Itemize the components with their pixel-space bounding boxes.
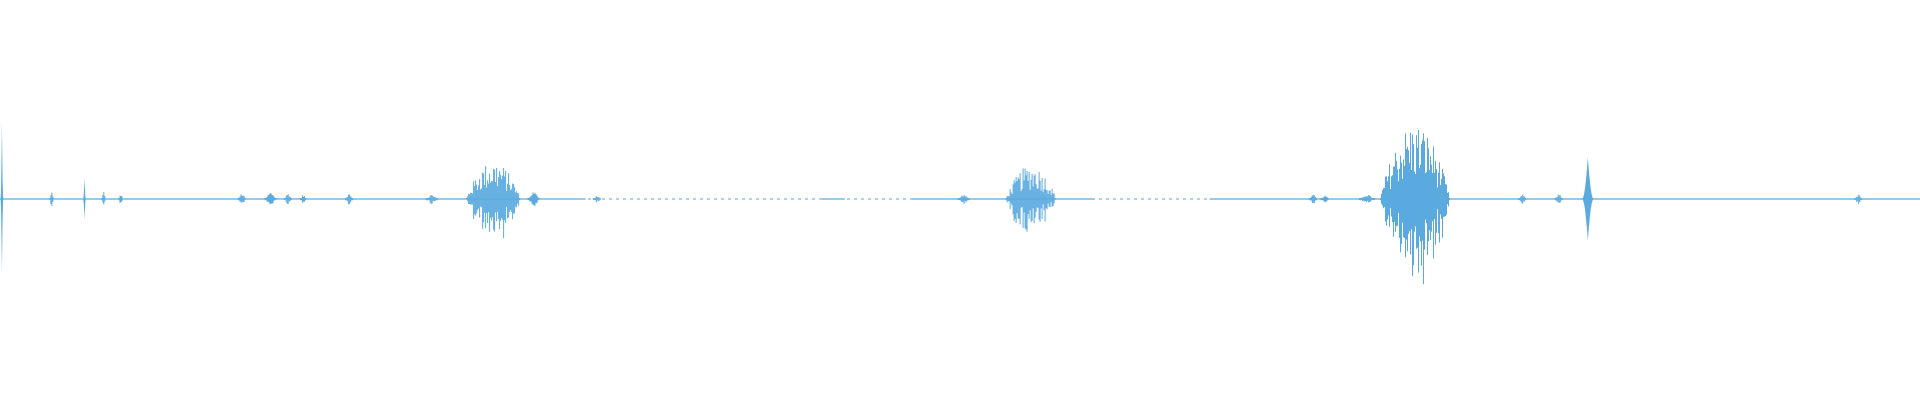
waveform-burst-spike	[1582, 157, 1594, 241]
waveform-spike	[1582, 157, 1594, 241]
waveform-burst-blip	[118, 195, 123, 203]
waveform-spike	[0, 123, 4, 275]
waveform-burst-spike	[0, 123, 4, 275]
waveform-burst-blip	[300, 195, 306, 203]
waveform-burst-blip	[592, 196, 601, 203]
waveform-burst-blip	[283, 194, 292, 205]
waveform-burst-burst	[1380, 130, 1450, 285]
waveform-spike	[83, 178, 86, 220]
waveform-burst-blip	[49, 192, 54, 206]
waveform-burst-blip	[1308, 194, 1317, 204]
waveform-burst-blip	[1554, 194, 1563, 203]
waveform-burst-blip	[237, 194, 246, 203]
waveform-burst-blip	[425, 195, 438, 205]
waveform-burst-blip	[1320, 195, 1329, 203]
waveform-burst-blip	[1358, 195, 1375, 203]
waveform-burst-blip	[957, 194, 970, 204]
waveform-burst-blip	[101, 192, 106, 205]
waveform-burst-spike	[83, 178, 86, 220]
waveform-burst-burst	[1005, 168, 1056, 232]
waveform-burst-blip	[1518, 194, 1527, 204]
waveform-burst-blip	[1854, 194, 1863, 205]
waveform-burst-blip	[345, 194, 354, 205]
waveform-burst-burst	[466, 166, 521, 239]
waveform-burst-blip	[264, 193, 277, 205]
waveform-burst-blip	[527, 192, 540, 206]
